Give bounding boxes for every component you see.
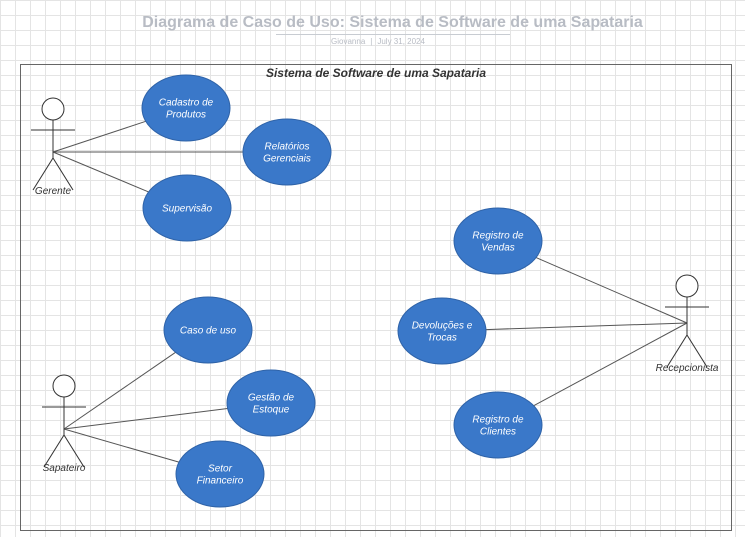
author-name: Giovanna [331, 37, 366, 46]
use-case-ellipse[interactable] [163, 296, 253, 364]
system-title: Sistema de Software de uma Sapataria [266, 66, 486, 80]
actor-right-leg [63, 434, 85, 468]
actor-head [41, 97, 65, 121]
meta-separator: | [370, 37, 373, 46]
use-case-label: Relatórios [264, 142, 309, 153]
associations [52, 120, 688, 463]
actor-left-leg [666, 334, 688, 368]
use-case-label: Cadastro de [159, 98, 214, 109]
use-case-label: Caso de uso [180, 326, 237, 337]
actor-sapateiro[interactable]: Sapateiro [42, 374, 86, 474]
actor-label: Sapateiro [43, 463, 86, 474]
use-case-ellipse[interactable] [226, 369, 316, 437]
use-case-label: Setor [208, 464, 233, 475]
association-recepcionista-devolucoes-trocas[interactable] [485, 322, 688, 331]
actor-label: Gerente [35, 186, 72, 197]
association-sapateiro-caso-de-uso[interactable] [63, 351, 176, 430]
association-gerente-supervisao[interactable] [52, 151, 149, 193]
use-case-label: Supervisão [162, 204, 212, 215]
use-case-ellipse[interactable] [175, 440, 265, 508]
association-recepcionista-registro-vendas[interactable] [535, 257, 688, 324]
association-sapateiro-setor-financeiro[interactable] [63, 428, 180, 463]
use-case-label: Gerenciais [263, 154, 311, 165]
use-case-label: Registro de [472, 231, 524, 242]
actor-right-leg [52, 157, 74, 191]
use-cases: Cadastro deProdutosRelatóriosGerenciaisS… [141, 74, 543, 508]
use-case-label: Registro de [472, 415, 524, 426]
use-case-ellipse[interactable] [453, 207, 543, 275]
use-case-ellipse[interactable] [453, 391, 543, 459]
use-case-caso-de-uso[interactable]: Caso de uso [163, 296, 253, 364]
actor-label: Recepcionista [656, 363, 719, 374]
use-case-ellipse[interactable] [142, 174, 232, 242]
document-title: Diagrama de Caso de Uso: Sistema de Soft… [142, 14, 643, 31]
use-case-label: Devoluções e [412, 321, 473, 332]
document-date: July 31, 2024 [377, 37, 425, 46]
use-case-ellipse[interactable] [141, 74, 231, 142]
actor-head [675, 274, 699, 298]
use-case-supervisao[interactable]: Supervisão [142, 174, 232, 242]
use-case-ellipse[interactable] [397, 297, 487, 365]
use-case-label: Trocas [427, 333, 457, 344]
use-case-label: Produtos [166, 110, 206, 121]
use-case-label: Financeiro [197, 476, 244, 487]
use-case-label: Estoque [253, 405, 290, 416]
actor-left-leg [32, 157, 54, 191]
actor-gerente[interactable]: Gerente [31, 97, 75, 197]
actor-left-leg [43, 434, 65, 468]
actor-head [52, 374, 76, 398]
association-sapateiro-gestao-estoque[interactable] [63, 407, 228, 430]
association-recepcionista-registro-clientes[interactable] [533, 322, 688, 407]
use-case-label: Vendas [481, 243, 515, 254]
title-divider [276, 34, 510, 35]
use-case-label: Gestão de [248, 393, 295, 404]
use-case-label: Clientes [480, 427, 516, 438]
actor-right-leg [686, 334, 708, 368]
system-boundary[interactable] [20, 64, 732, 531]
actor-recepcionista[interactable]: Recepcionista [656, 274, 719, 374]
document-meta: Giovanna | July 31, 2024 [0, 37, 745, 46]
association-gerente-cadastro-produtos[interactable] [52, 120, 146, 153]
use-case-ellipse[interactable] [242, 118, 332, 186]
